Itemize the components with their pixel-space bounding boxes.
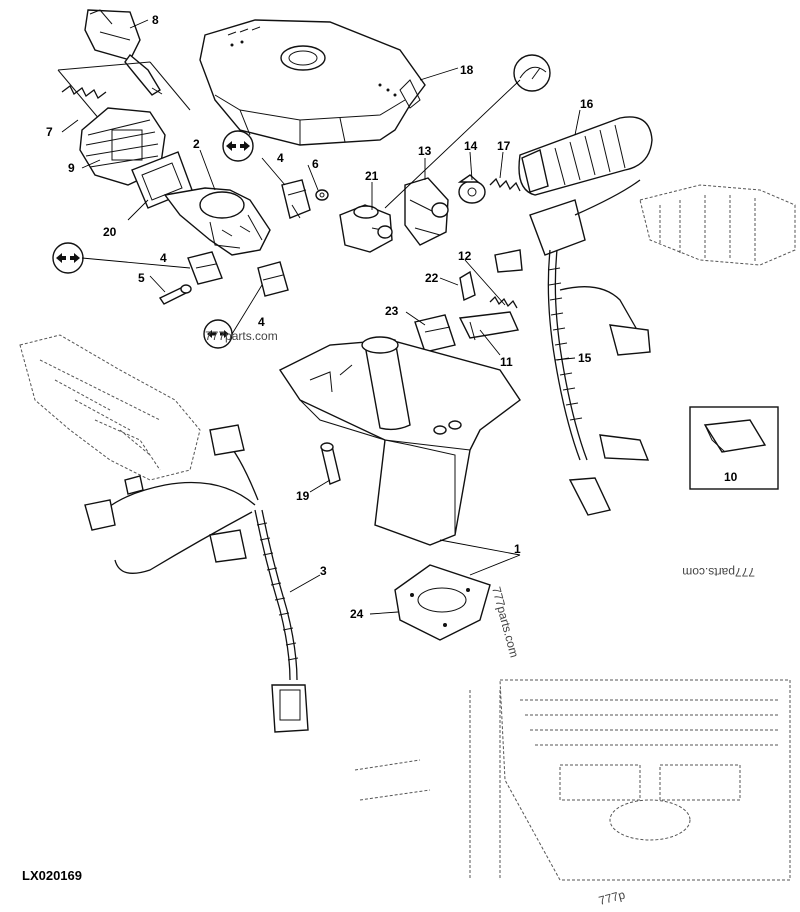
- callout-18: 18: [460, 63, 474, 77]
- callout-labels: 8 7 9 20 2 4 6 4 5 4 18 16 13 14 17 21 1…: [46, 13, 738, 621]
- context-steering-wheel-left: [19, 334, 201, 481]
- callout-9: 9: [68, 161, 75, 175]
- part-19-screw[interactable]: [320, 442, 341, 485]
- part-18-upper-shroud[interactable]: [199, 19, 426, 146]
- part-4-microswitch-lower[interactable]: [257, 261, 289, 297]
- part-2-switch-housing[interactable]: [163, 187, 271, 256]
- callout-6: 6: [312, 157, 319, 171]
- part-23-microswitch[interactable]: [414, 314, 456, 353]
- part-11-bracket[interactable]: [458, 311, 520, 341]
- part-13-switch-bracket[interactable]: [404, 177, 449, 246]
- part-4-microswitch-upper[interactable]: [281, 179, 311, 219]
- left-right-arrows-icon: [222, 130, 254, 162]
- callout-19: 19: [296, 489, 310, 503]
- context-dashboard: [354, 679, 791, 881]
- part-10-inset-box[interactable]: [689, 406, 779, 490]
- part-4-microswitch-left[interactable]: [187, 251, 223, 285]
- callout-24: 24: [350, 607, 364, 621]
- callout-4c: 4: [258, 315, 265, 329]
- callout-11: 11: [500, 355, 513, 369]
- callout-14: 14: [464, 139, 478, 153]
- callout-22: 22: [425, 271, 439, 285]
- watermark-text: 777parts.com: [682, 565, 755, 579]
- part-12-spring[interactable]: [489, 295, 518, 309]
- callout-1: 1: [514, 542, 521, 556]
- callout-20: 20: [103, 225, 117, 239]
- callout-3: 3: [320, 564, 327, 578]
- callout-12: 12: [458, 249, 472, 263]
- callout-15: 15: [578, 351, 592, 365]
- part-24-base-plate[interactable]: [394, 564, 491, 641]
- callout-7: 7: [46, 125, 53, 139]
- watermark-text: 777parts.com: [489, 585, 521, 659]
- callout-10: 10: [724, 470, 738, 484]
- callout-23: 23: [385, 304, 399, 318]
- drawing-id: LX020169: [22, 868, 82, 883]
- part-14-cam[interactable]: [457, 174, 486, 204]
- context-steering-wheel-right: [639, 184, 796, 266]
- part-22-clip[interactable]: [459, 270, 476, 302]
- left-right-arrows-icon: [203, 319, 233, 349]
- callout-5: 5: [138, 271, 145, 285]
- watermark-text: 777parts.com: [205, 329, 278, 343]
- callout-21: 21: [365, 169, 379, 183]
- part-17-spring[interactable]: [489, 177, 521, 192]
- part-3-wiring-harness[interactable]: [84, 424, 309, 733]
- left-right-arrows-icon: [52, 242, 84, 274]
- wiper-icon: [513, 54, 551, 92]
- callout-2: 2: [193, 137, 200, 151]
- callout-8: 8: [152, 13, 159, 27]
- callout-17: 17: [497, 139, 511, 153]
- callout-13: 13: [418, 144, 432, 158]
- part-7-spring[interactable]: [57, 61, 191, 121]
- part-16-grip-handle[interactable]: [518, 116, 653, 196]
- part-8-switch-knob[interactable]: [84, 9, 163, 96]
- callout-16: 16: [580, 97, 594, 111]
- part-15-wiring-harness[interactable]: [494, 179, 651, 516]
- watermark-text: 777p: [597, 887, 627, 908]
- part-1-column-housing[interactable]: [278, 336, 521, 546]
- callout-4b: 4: [160, 251, 167, 265]
- part-21-wiper-switch[interactable]: [339, 204, 393, 253]
- leader-lines: [61, 19, 581, 615]
- part-6-washer[interactable]: [315, 189, 329, 201]
- callout-4a: 4: [277, 151, 284, 165]
- part-5-screw[interactable]: [158, 284, 192, 305]
